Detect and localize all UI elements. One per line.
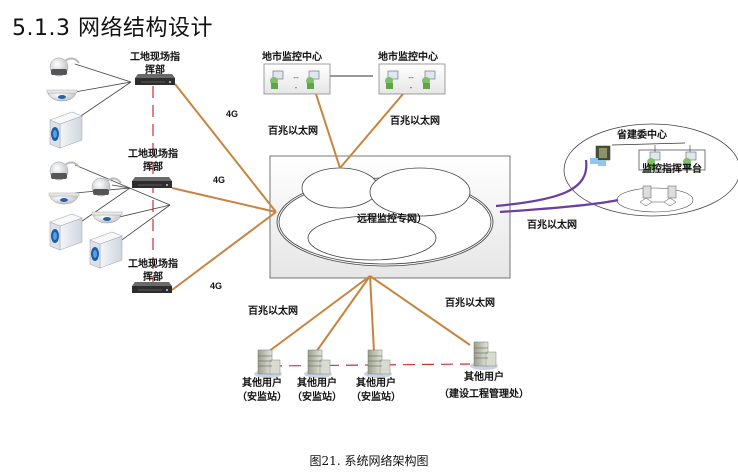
site-hq-2[interactable]: 工地现场指 挥部 (128, 147, 178, 189)
user-3-sublabel: （安监站） (351, 390, 401, 403)
city-center-uplinks (315, 93, 404, 169)
dome-camera-icon (46, 89, 78, 102)
user-uplinks (267, 275, 471, 353)
svg-text:-: - (295, 83, 298, 92)
user-1-label: 其他用户 (242, 376, 282, 389)
link-label-4g-3: 4G (210, 281, 222, 291)
link-label-4g-2: 4G (213, 175, 225, 185)
user-4-label: 其他用户 (464, 370, 504, 383)
user-node-4[interactable]: 其他用户 （建设工程管理处） (439, 341, 529, 400)
box-camera-icon (49, 213, 83, 251)
dome-camera-icon (48, 192, 80, 205)
network-cloud-label: 远程监控专网） (357, 212, 427, 225)
server-icon (639, 185, 677, 207)
user-2-sublabel: （安监站） (292, 390, 342, 403)
city-center-2[interactable]: 地市监控中心 -- - (378, 50, 446, 95)
link-label-4g-1: 4G (226, 109, 238, 119)
svg-text:-: - (410, 83, 413, 92)
figure-caption: 图21. 系统网络架构图 (309, 454, 429, 468)
svg-text:--: -- (408, 73, 414, 82)
users-link-label-2: 百兆以太网 (445, 296, 495, 309)
user-node-2[interactable]: 其他用户 （安监站） (292, 349, 342, 403)
provincial-center-label: 省建委中心 (616, 128, 667, 141)
user-node-1[interactable]: 其他用户 （安监站） (237, 349, 287, 403)
provincial-link-label: 百兆以太网 (527, 218, 577, 231)
site-hq-1-label-2: 挥部 (145, 63, 165, 76)
svg-text:--: -- (293, 73, 299, 82)
city-link-label-2: 百兆以太网 (390, 114, 440, 127)
provincial-center[interactable]: 省建委中心 监控指挥平台 (563, 123, 738, 217)
nvr-recorder-icon (131, 281, 173, 294)
site-hq-3[interactable]: 工地现场指 挥部 (128, 257, 178, 294)
building-icon (469, 341, 499, 371)
users-link-label-1: 百兆以太网 (248, 304, 298, 317)
site-hq-3-label-2: 挥部 (143, 270, 163, 283)
user-1-sublabel: （安监站） (237, 390, 287, 403)
nvr-recorder-icon (131, 176, 173, 189)
site-hq-1[interactable]: 工地现场指 挥部 (130, 50, 180, 86)
site-hq-2-label: 工地现场指 (128, 147, 178, 160)
box-camera-icon (49, 111, 83, 149)
dome-camera-icon (91, 211, 123, 224)
city-center-1[interactable]: 地市监控中心 -- - (262, 50, 331, 95)
network-cloud (276, 167, 494, 267)
user-node-3[interactable]: 其他用户 （安监站） (351, 349, 401, 403)
box-camera-icon (89, 231, 123, 269)
nvr-recorder-icon (134, 73, 176, 86)
user-2-label: 其他用户 (297, 376, 337, 389)
camera-links-group-2 (74, 164, 171, 246)
building-icon (303, 349, 333, 379)
ptz-camera-icon (91, 177, 122, 197)
site-hq-1-label: 工地现场指 (130, 50, 180, 63)
section-heading: 5.1.3 网络结构设计 (12, 16, 213, 41)
monitoring-platform-label: 监控指挥平台 (642, 162, 702, 175)
provincial-links (495, 159, 619, 214)
server-rack-icon (590, 145, 611, 166)
user-3-label: 其他用户 (356, 376, 396, 389)
user-4-sublabel: （建设工程管理处） (439, 387, 529, 400)
site-hq-2-label-2: 挥部 (143, 160, 163, 173)
links-4g (171, 83, 277, 291)
building-icon (363, 349, 393, 379)
city-center-2-label: 地市监控中心 (378, 50, 438, 63)
city-center-1-label: 地市监控中心 (262, 50, 322, 63)
ptz-camera-icon (49, 57, 80, 77)
city-link-label-1: 百兆以太网 (268, 124, 318, 137)
site-hq-3-label: 工地现场指 (128, 257, 178, 270)
camera-links-group-1 (74, 63, 132, 121)
building-icon (253, 349, 283, 379)
ptz-camera-icon (49, 161, 80, 181)
